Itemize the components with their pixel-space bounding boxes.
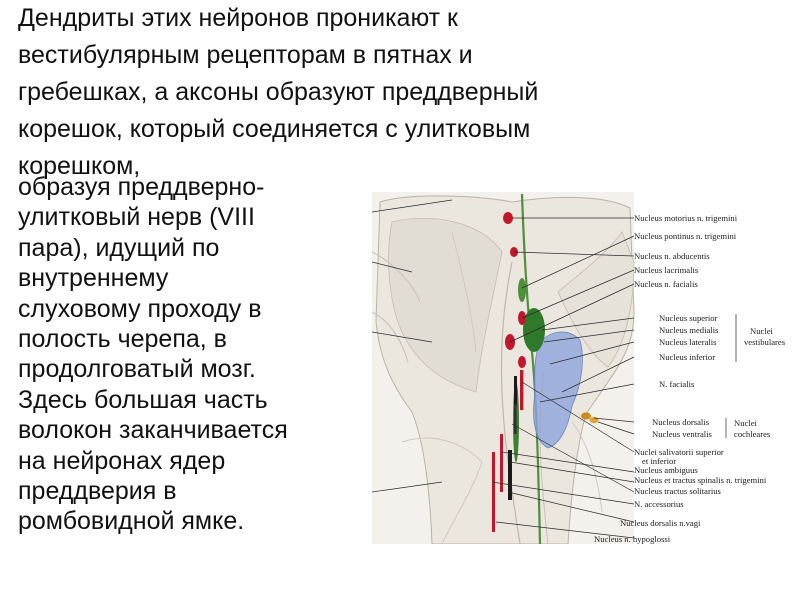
body-line: Здесь большая часть bbox=[18, 385, 268, 414]
label-et-inferior: et inferior bbox=[642, 456, 676, 466]
label-nucleus-motorius-trigemini: Nucleus motorius n. trigemini bbox=[634, 213, 738, 223]
intro-line: Дендриты этих нейронов проникают к bbox=[18, 4, 458, 32]
label-nuclei-cochleares-1: Nuclei bbox=[734, 418, 758, 428]
label-nucleus-lacrimalis: Nucleus lacrimalis bbox=[634, 265, 699, 275]
label-nucleus-dorsalis-vagi: Nucleus dorsalis n.vagi bbox=[620, 518, 701, 528]
label-nucleus-ventralis: Nucleus ventralis bbox=[652, 429, 713, 439]
group-brackets bbox=[725, 314, 737, 438]
intro-line: гребешках, а аксоны образуют преддверный bbox=[18, 78, 539, 106]
intro-line: корешок, который соединяется с улитковым bbox=[18, 115, 531, 143]
body-line: образуя преддверно- bbox=[18, 173, 265, 201]
intro-line: вестибулярным рецепторам в пятнах и bbox=[18, 41, 473, 69]
label-nucleus-medialis: Nucleus medialis bbox=[659, 325, 719, 335]
body-line: волокон заканчивается bbox=[18, 416, 288, 445]
brainstem-nuclei-illustration: Nucleus motorius n. trigemini Nucleus po… bbox=[372, 192, 800, 544]
intro-paragraph: Дендриты этих нейронов проникают к вести… bbox=[18, 0, 678, 185]
brainstem-drawing bbox=[372, 192, 635, 544]
label-nuclei-vestibulares-1: Nuclei bbox=[750, 326, 774, 336]
label-n-facialis: N. facialis bbox=[659, 379, 695, 389]
body-line: на нейронах ядер bbox=[18, 446, 226, 475]
body-line: полость черепа, в bbox=[18, 325, 227, 354]
leader-lines bbox=[372, 199, 635, 539]
body-line: продолговатый мозг. bbox=[18, 355, 256, 384]
label-nucleus-tractus-spinalis-trigemini: Nucleus et tractus spinalis n. trigemini bbox=[634, 475, 767, 485]
intro-line: корешком, bbox=[18, 152, 141, 180]
label-nuclei-cochleares-2: cochleares bbox=[734, 429, 771, 439]
label-nucleus-pontinus-trigemini: Nucleus pontinus n. trigemini bbox=[634, 231, 737, 241]
body-line: внутреннему bbox=[18, 264, 169, 293]
nucleus-labels: Nucleus motorius n. trigemini Nucleus po… bbox=[594, 213, 786, 544]
body-line: ромбовидной ямке. bbox=[18, 507, 245, 536]
label-nucleus-abducentis: Nucleus n. abducentis bbox=[634, 251, 710, 261]
label-nuclei-salivatorii: Nuclei salivatorii superior bbox=[634, 447, 724, 457]
body-line: пара), идущий по bbox=[18, 233, 220, 262]
label-nucleus-lateralis: Nucleus lateralis bbox=[659, 337, 717, 347]
label-nucleus-superior: Nucleus superior bbox=[659, 313, 718, 323]
label-nucleus-dorsalis: Nucleus dorsalis bbox=[652, 417, 710, 427]
body-paragraph: образуя преддверно- улитковый нерв (VIII… bbox=[18, 172, 378, 537]
label-nucleus-ambiguus: Nucleus ambiguus bbox=[634, 465, 698, 475]
body-line: улитковый нерв (VIII bbox=[18, 203, 255, 232]
label-n-accessorius: N. accessorius bbox=[634, 499, 684, 509]
label-nucleus-inferior: Nucleus inferior bbox=[659, 352, 715, 362]
label-nuclei-vestibulares-2: vestibulares bbox=[744, 337, 786, 347]
body-line: преддверия в bbox=[18, 477, 177, 506]
label-nucleus-tractus-solitarius: Nucleus tractus solitarius bbox=[634, 486, 722, 496]
label-nucleus-facialis: Nucleus n. facialis bbox=[634, 279, 698, 289]
body-line: слуховому проходу в bbox=[18, 294, 262, 323]
label-nucleus-hypoglossi: Nucleus n. hypoglossi bbox=[594, 534, 671, 544]
